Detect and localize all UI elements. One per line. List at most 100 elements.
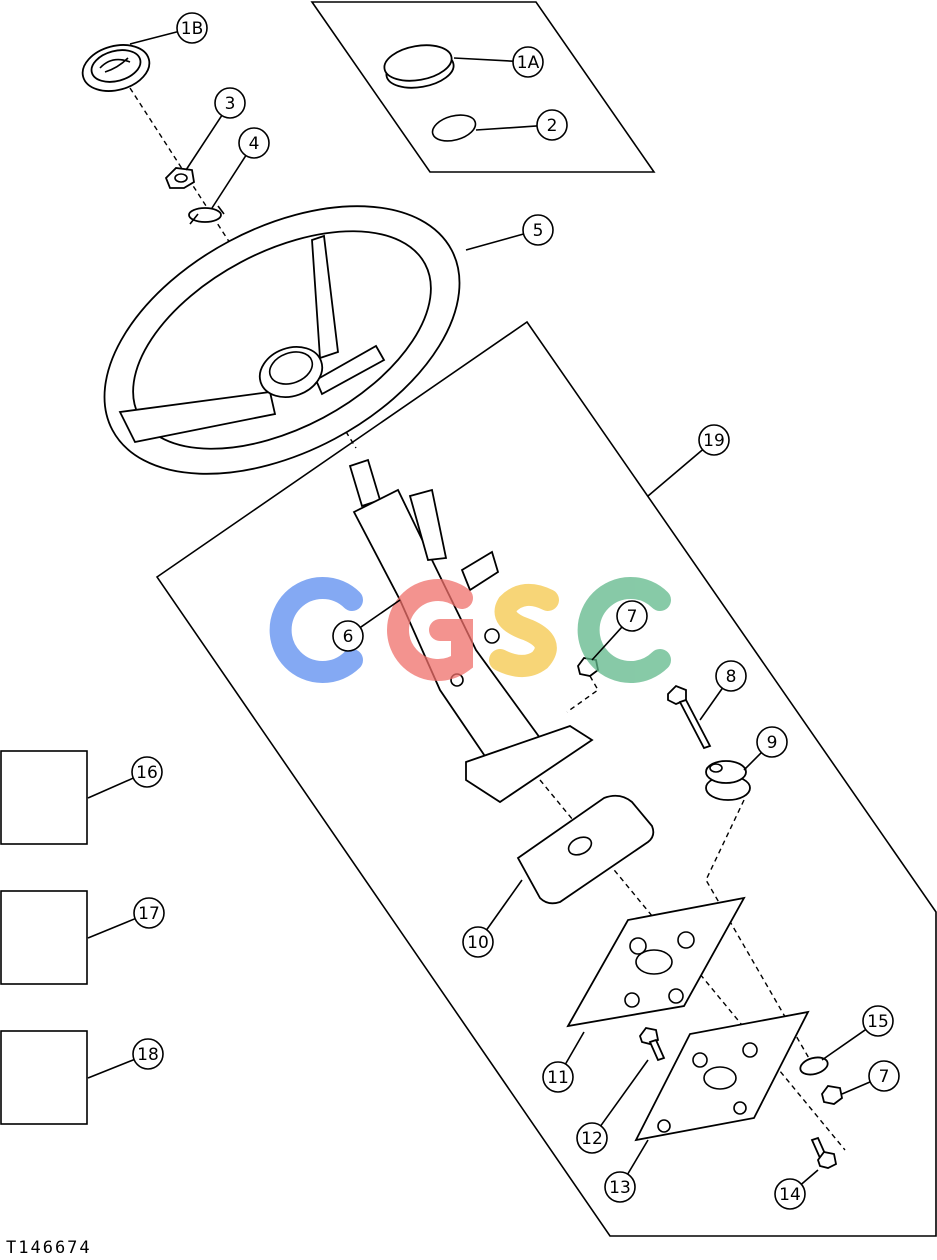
- callout-18: 18: [87, 1038, 164, 1079]
- callout-19: 19: [647, 424, 730, 497]
- callout-circle-14: [774, 1178, 806, 1210]
- callout-circle-16: [131, 756, 163, 788]
- callout-label-11: 11: [547, 1068, 569, 1088]
- axis-line-7: [566, 675, 599, 713]
- callout-leader-9: [743, 752, 762, 771]
- callout-leader-3: [185, 115, 223, 171]
- callout-16: 16: [87, 756, 163, 799]
- callout-label-15: 15: [867, 1012, 889, 1032]
- callout-circle-13: [604, 1171, 636, 1203]
- callout-5: 5: [465, 214, 554, 251]
- callout-label-19: 19: [703, 431, 725, 451]
- callout-label-13: 13: [609, 1178, 631, 1198]
- blank-box-18: [0, 1030, 88, 1125]
- callout-17: 17: [87, 897, 165, 939]
- callout-label-12: 12: [581, 1129, 603, 1149]
- callout-leader-15: [821, 1028, 867, 1061]
- callout-label-14: 14: [779, 1185, 801, 1205]
- callout-label-7a: 7: [627, 607, 638, 627]
- callout-label-17: 17: [138, 904, 160, 924]
- callout-9: 9: [743, 726, 788, 771]
- callout-14: 14: [774, 1169, 819, 1210]
- callout-7b: 7: [841, 1060, 900, 1095]
- callout-label-9: 9: [767, 733, 778, 753]
- callout-label-1B: 1B: [181, 19, 203, 39]
- callout-8: 8: [699, 660, 747, 721]
- callout-leader-7a: [591, 626, 623, 661]
- steering-wheel-5-part: [103, 205, 461, 475]
- callout-circle-7a: [616, 600, 648, 632]
- plate-11-part: [566, 896, 746, 1028]
- callout-leader-4: [211, 155, 247, 209]
- callout-circle-1A: [512, 46, 544, 78]
- blank-box-17: [0, 890, 88, 985]
- callout-label-1A: 1A: [517, 53, 540, 73]
- callout-circle-4: [238, 127, 270, 159]
- callout-11: 11: [542, 1031, 585, 1093]
- callout-circle-5: [522, 214, 554, 246]
- callout-layer: 1A 1B 2 34 5 6 7 7 89 10 11 12 13 14 15 16 17 18 19: [87, 12, 900, 1210]
- callout-circle-1B: [176, 12, 208, 44]
- watermark-letter-g: [387, 579, 473, 681]
- kit-outline-19: [155, 320, 937, 1237]
- callout-1A: 1A: [453, 46, 544, 78]
- callout-circle-15: [862, 1005, 894, 1037]
- callout-1B: 1B: [129, 12, 208, 45]
- callout-leader-17: [87, 917, 136, 939]
- watermark-letter-s: [489, 583, 559, 677]
- callout-circle-10: [462, 926, 494, 958]
- nut-7b-part: [821, 1085, 843, 1105]
- callout-label-7b: 7: [879, 1067, 890, 1087]
- bolt-14-part: [810, 1136, 838, 1169]
- callout-circle-12: [576, 1122, 608, 1154]
- callout-leader-18: [87, 1058, 135, 1079]
- callout-2: 2: [475, 109, 568, 141]
- plate-13-part: [634, 1010, 810, 1142]
- callout-7a: 7: [591, 600, 648, 661]
- callout-label-5: 5: [533, 221, 544, 241]
- callout-leader-19: [647, 449, 704, 497]
- callout-leader-8: [699, 687, 724, 721]
- axis-line-right: [705, 799, 811, 1061]
- callout-circle-2: [536, 109, 568, 141]
- callout-leader-1B: [129, 30, 178, 45]
- callout-circle-3: [214, 87, 246, 119]
- callout-circle-6: [332, 620, 364, 652]
- callout-leader-2: [475, 125, 538, 131]
- callout-label-10: 10: [467, 933, 489, 953]
- pad-10-part: [516, 794, 655, 905]
- kit-outline-1a-2: [310, 1, 656, 173]
- callout-leader-11: [564, 1031, 585, 1065]
- callout-leader-12: [600, 1059, 649, 1127]
- callout-6: 6: [332, 599, 401, 652]
- callout-label-18: 18: [137, 1045, 159, 1065]
- callout-label-2: 2: [547, 116, 558, 136]
- callout-circle-17: [133, 897, 165, 929]
- callout-4: 4: [211, 127, 270, 209]
- callout-label-16: 16: [136, 763, 158, 783]
- callout-10: 10: [462, 879, 523, 958]
- callout-circle-9: [756, 726, 788, 758]
- o-ring-2-part: [431, 114, 477, 142]
- callout-15: 15: [821, 1005, 894, 1061]
- watermark-letter-c2: [577, 577, 671, 683]
- figure-id: T146674: [6, 1238, 92, 1258]
- callout-leader-7b: [841, 1081, 871, 1095]
- callout-3: 3: [185, 87, 246, 171]
- callout-circle-19: [698, 424, 730, 456]
- callout-leader-16: [87, 777, 134, 799]
- callout-leader-6: [359, 599, 401, 629]
- cgsc-watermark: [269, 577, 671, 683]
- callout-leader-10: [486, 879, 523, 931]
- callout-leader-1A: [453, 57, 514, 62]
- callout-leader-5: [465, 233, 524, 251]
- callout-circle-8: [715, 660, 747, 692]
- bolt-12-part: [638, 1027, 666, 1062]
- callout-13: 13: [604, 1139, 649, 1203]
- callout-leader-13: [626, 1139, 649, 1175]
- cap-1b-part: [81, 44, 151, 92]
- bolt-8-part: [667, 684, 712, 750]
- callout-label-6: 6: [343, 627, 354, 647]
- callout-leader-14: [800, 1169, 819, 1185]
